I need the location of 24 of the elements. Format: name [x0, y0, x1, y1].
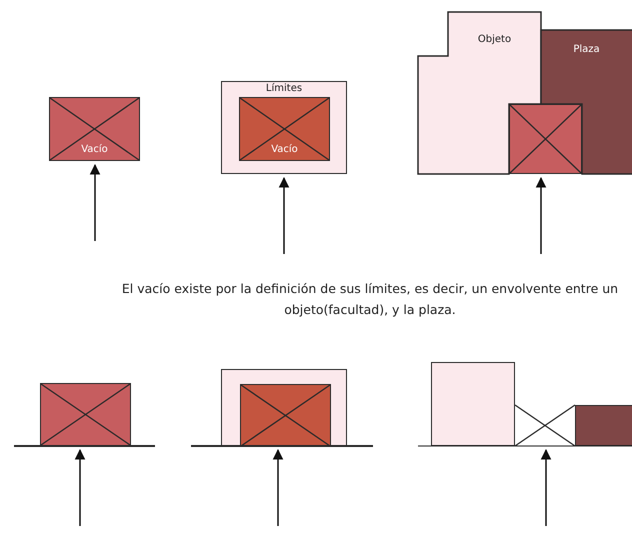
object-shape: [418, 12, 541, 174]
shape-label: Vacío: [80, 144, 109, 155]
void-section: [240, 384, 331, 447]
void-section: [515, 405, 575, 446]
void-section: [40, 383, 131, 446]
arrow: [278, 176, 290, 254]
arrow: [272, 448, 284, 526]
limits-section: [221, 369, 347, 446]
shape-label: Objeto: [476, 34, 512, 45]
void-box: [239, 97, 330, 161]
arrow: [540, 448, 552, 526]
object-section: [431, 362, 515, 446]
shape-label: Límites: [264, 83, 304, 94]
arrow: [74, 448, 86, 526]
void-box: [509, 104, 582, 174]
plaza-section: [575, 405, 632, 446]
arrow: [536, 176, 546, 254]
shape-label: Vacío: [270, 144, 299, 155]
void-box: [49, 97, 140, 161]
arrow: [90, 164, 100, 241]
limits-box: [221, 81, 347, 174]
shape-label: Plaza: [572, 44, 601, 55]
caption-text: El vacío existe por la definición de sus límites, es decir, un envolvente entre un objeto(facultad), y la plaza.: [120, 280, 620, 319]
plaza-shape: [541, 30, 632, 174]
